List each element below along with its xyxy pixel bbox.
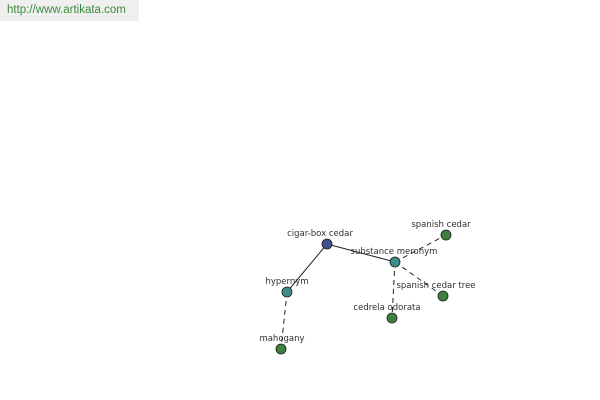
node-cigar-box-cedar[interactable] [321, 238, 333, 250]
edge-substance-meronym-to-spanish-cedar [394, 234, 447, 263]
node-spanish-cedar-tree[interactable] [437, 290, 449, 302]
label-cedrela-odorata[interactable]: cedrela odorata [353, 303, 420, 313]
node-mahogany[interactable] [275, 343, 287, 355]
nodes-layer: cigar-box cedar substance meronym hypernym… [259, 220, 476, 355]
label-cigar-box-cedar[interactable]: cigar-box cedar [287, 229, 353, 239]
label-spanish-cedar-tree[interactable]: spanish cedar tree [396, 281, 475, 291]
label-hypernym[interactable]: hypernym [265, 277, 308, 287]
edge-hypernym-to-mahogany [280, 291, 288, 350]
site-url-text[interactable]: http://www.artikata.com [7, 4, 126, 16]
label-substance-meronym[interactable]: substance meronym [351, 247, 438, 257]
node-substance-meronym[interactable] [389, 256, 401, 268]
site-url-banner[interactable]: http://www.artikata.com [0, 0, 139, 21]
edge-cigar-box-cedar-to-substance-meronym [326, 243, 396, 263]
edge-cigar-box-cedar-to-hypernym [286, 243, 328, 293]
node-cedrela-odorata[interactable] [386, 312, 398, 324]
label-mahogany[interactable]: mahogany [259, 334, 304, 344]
node-hypernym[interactable] [281, 286, 293, 298]
edge-substance-meronym-to-cedrela-odorata [391, 261, 396, 319]
node-spanish-cedar[interactable] [440, 229, 452, 241]
label-spanish-cedar[interactable]: spanish cedar [411, 220, 471, 230]
edges-layer [280, 234, 447, 350]
edge-substance-meronym-to-spanish-cedar-tree [394, 261, 444, 297]
